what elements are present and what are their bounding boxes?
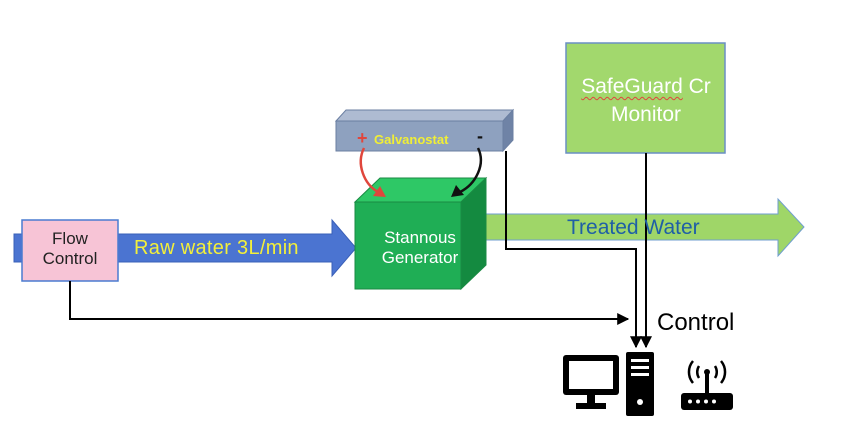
monitor-word: Monitor	[610, 103, 682, 127]
galvanostat-signal-line	[505, 151, 642, 349]
galvanostat-box	[334, 108, 515, 153]
flow-control-box	[21, 219, 119, 282]
flow-control-signal-line	[69, 281, 630, 325]
flow-control-label: Flow Control	[22, 229, 118, 268]
positive-arrowhead	[373, 186, 386, 197]
stannous-line1: Stannous	[384, 228, 456, 247]
safeguard-monitor-label: SafeGuard Cr Monitor	[567, 73, 725, 130]
flow-control-line1: Flow	[52, 229, 88, 248]
safeguard-line1: SafeGuard Cr	[567, 73, 725, 101]
raw-water-label: Raw water 3L/min	[134, 237, 299, 259]
stannous-generator-label: Stannous Generator	[356, 228, 484, 267]
negative-arrowhead	[451, 185, 464, 197]
galvanostat-minus-sign: -	[477, 126, 483, 146]
safeguard-word: SafeGuard	[581, 75, 683, 98]
safeguard-monitor-box	[565, 42, 726, 154]
computer-tower-icon	[626, 352, 654, 416]
negative-electrode-arrow	[459, 147, 483, 194]
positive-electrode-arrow	[359, 147, 379, 194]
treated-water-label: Treated Water	[567, 216, 700, 239]
galvanostat-label: Galvanostat	[374, 132, 449, 147]
flow-control-line2: Control	[42, 248, 98, 268]
galvanostat-plus-sign: +	[357, 128, 368, 148]
wireless-router-icon	[681, 360, 733, 410]
computer-monitor-icon	[563, 355, 619, 409]
cr-word: Cr	[688, 75, 711, 98]
control-label: Control	[657, 309, 735, 336]
stannous-line2: Generator	[381, 247, 459, 267]
